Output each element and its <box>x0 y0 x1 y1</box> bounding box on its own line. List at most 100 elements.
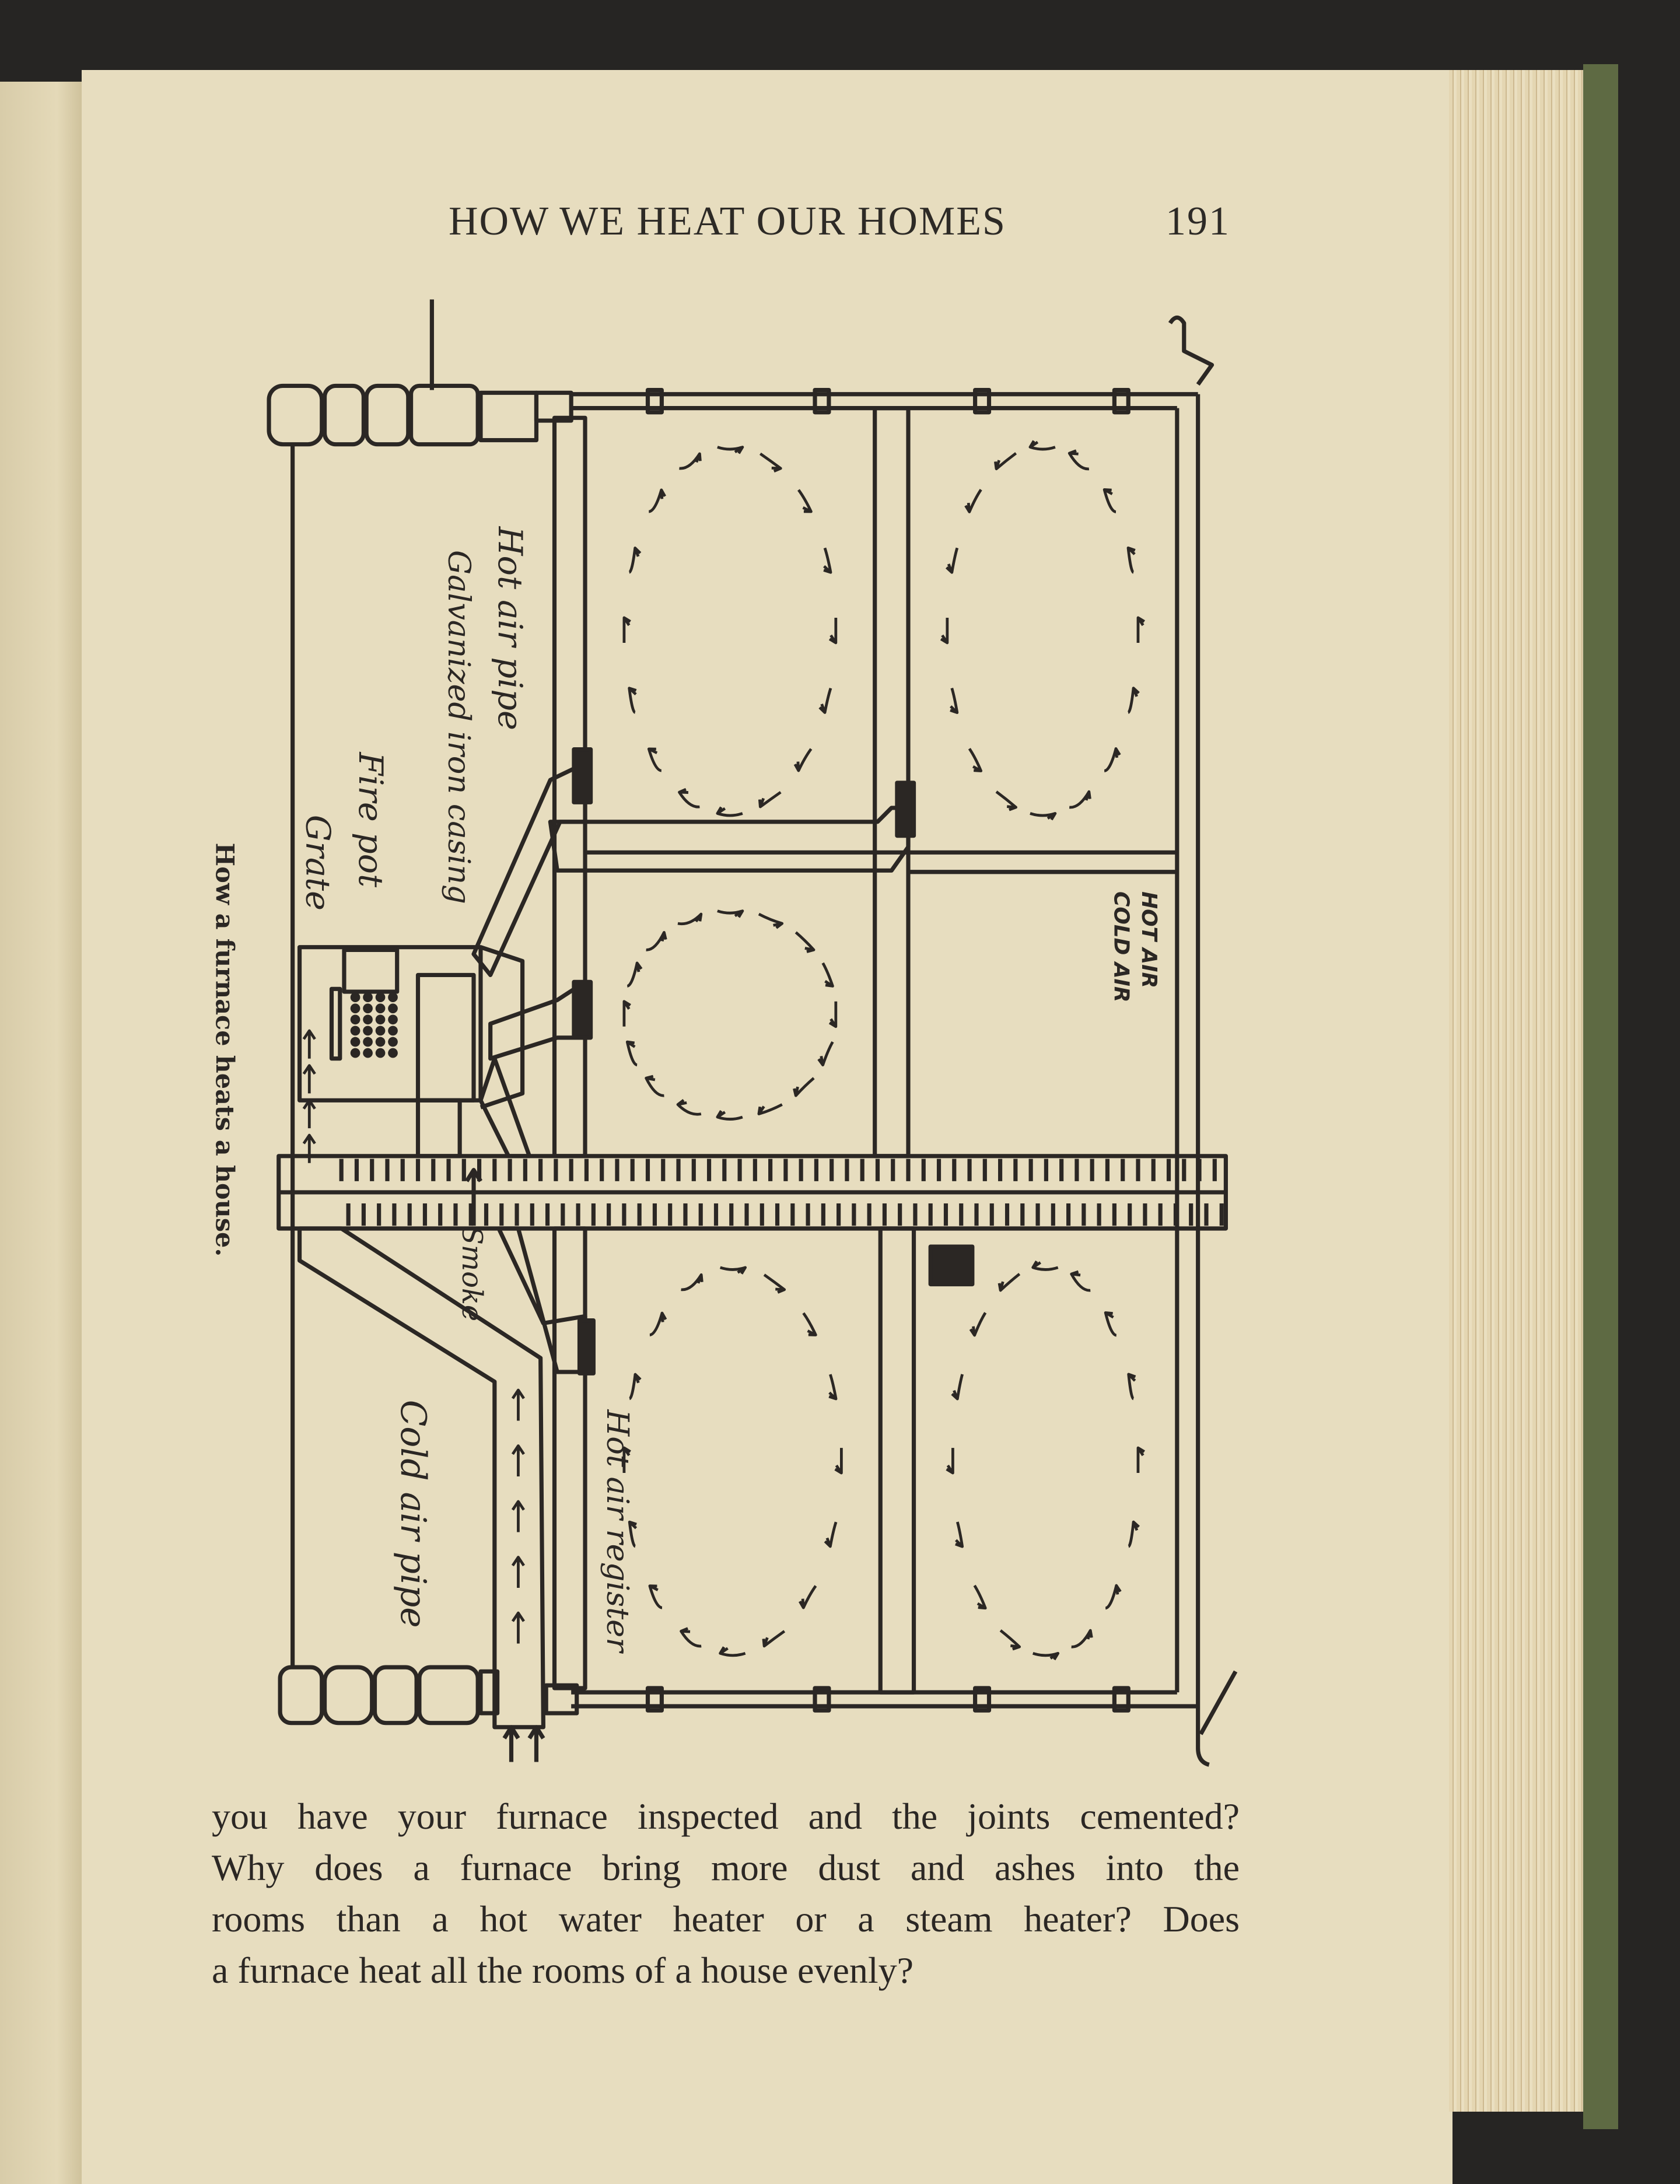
air-arrow <box>834 1448 843 1475</box>
coal <box>375 1003 386 1014</box>
air-arrow <box>1070 1270 1091 1292</box>
air-arrow <box>302 1098 316 1129</box>
air-arrow <box>649 1311 667 1336</box>
figure-caption: How a furnace heats a house. <box>209 843 239 1257</box>
air-arrow <box>677 912 703 926</box>
coals <box>350 992 398 1058</box>
air-arrow <box>998 1273 1021 1292</box>
air-arrow <box>794 931 816 953</box>
coal <box>350 1014 360 1025</box>
hot-air-pipes <box>471 761 911 1374</box>
air-arrow <box>717 446 744 454</box>
air-arrow <box>1102 488 1116 513</box>
hot-air-registers <box>572 747 916 1376</box>
left-page <box>0 82 82 2184</box>
air-arrow <box>799 1585 817 1609</box>
coal <box>363 1014 373 1025</box>
air-arrow <box>1127 1373 1136 1401</box>
body-line: Why does a furnace bring more dust and a… <box>212 1847 1240 1888</box>
air-arrow <box>625 1040 638 1067</box>
label-galvanized-iron-casing: Galvanized iron casing <box>441 550 477 904</box>
air-arrow <box>828 617 838 645</box>
air-arrow <box>995 790 1018 811</box>
air-arrow <box>1032 1651 1060 1661</box>
air-arrow <box>622 1446 631 1474</box>
air-arrow <box>645 1074 664 1097</box>
air-arrow <box>940 617 949 645</box>
legend-cold-air: COLD AIR <box>1109 891 1133 1002</box>
coal <box>375 1048 386 1058</box>
coal <box>388 1026 398 1036</box>
air-flow-arrows <box>302 440 1145 1661</box>
air-arrow <box>951 1374 964 1401</box>
air-arrow <box>759 452 782 473</box>
air-arrow <box>973 1584 987 1610</box>
air-arrow <box>511 1388 525 1421</box>
air-arrow <box>628 547 642 574</box>
air-arrow <box>680 1627 702 1648</box>
air-arrow <box>757 1103 783 1115</box>
air-arrow <box>511 1444 525 1477</box>
air-arrow <box>824 1521 838 1548</box>
coal <box>388 1037 398 1047</box>
air-arrow <box>676 1099 702 1116</box>
coal <box>363 1048 373 1058</box>
label-cold-air-pipe: Cold air pipe <box>393 1400 433 1628</box>
coal <box>350 1003 360 1014</box>
coal <box>350 992 360 1002</box>
coal <box>363 992 373 1002</box>
air-arrow <box>762 1630 786 1648</box>
air-arrow <box>797 489 813 513</box>
air-arrow <box>681 1273 704 1292</box>
air-arrow <box>716 806 743 817</box>
coal <box>375 1037 386 1047</box>
air-arrow <box>758 912 784 929</box>
air-arrow <box>968 748 983 772</box>
air-arrow <box>950 687 959 715</box>
air-arrow <box>511 1611 525 1644</box>
air-arrow <box>955 1521 964 1548</box>
air-arrow <box>646 930 667 951</box>
running-title: HOW WE HEAT OUR HOMES <box>449 199 1006 244</box>
house-walls <box>571 315 1238 1767</box>
air-arrow <box>946 1448 954 1475</box>
first-floor <box>552 415 587 1690</box>
book-cover <box>1583 64 1618 2129</box>
air-arrow <box>1028 440 1056 451</box>
air-arrow <box>828 1001 838 1028</box>
air-arrow <box>511 1500 525 1532</box>
air-arrow <box>945 547 959 574</box>
running-header: HOW WE HEAT OUR HOMES 191 <box>449 198 1230 251</box>
air-arrow <box>969 1312 987 1337</box>
air-arrow <box>1071 1629 1093 1648</box>
label-hot-air-pipe: Hot air pipe <box>491 526 530 730</box>
coal <box>350 1048 360 1058</box>
coal <box>388 1003 398 1014</box>
air-arrow <box>302 1133 316 1163</box>
air-arrow <box>648 1584 663 1609</box>
air-arrow <box>1069 790 1091 809</box>
foundation-stones-top <box>267 383 573 447</box>
air-arrow <box>716 1110 743 1121</box>
legend-hot-air: HOT AIR <box>1137 891 1161 988</box>
foundation-stones-bottom <box>278 1665 579 1726</box>
air-arrow <box>1104 747 1121 772</box>
air-arrow <box>793 1077 815 1097</box>
air-arrow <box>1068 449 1090 471</box>
air-arrow <box>817 1041 834 1067</box>
air-arrow <box>1136 1446 1145 1474</box>
air-arrow <box>1104 1311 1117 1337</box>
air-arrow <box>818 687 832 714</box>
air-arrow <box>793 748 813 772</box>
label-hot-air-register: Hot air register <box>600 1409 635 1654</box>
coal <box>363 1003 373 1014</box>
air-arrow <box>302 1029 316 1059</box>
label-smoke: Smoke <box>456 1226 488 1321</box>
air-arrow <box>1128 1520 1140 1548</box>
air-arrow <box>719 1646 746 1657</box>
air-arrow <box>628 1520 638 1548</box>
coal <box>350 1037 360 1047</box>
air-arrow <box>763 1273 786 1294</box>
label-fire-pot: Fire pot <box>351 751 390 888</box>
cold-air-pipe <box>297 1226 545 1730</box>
